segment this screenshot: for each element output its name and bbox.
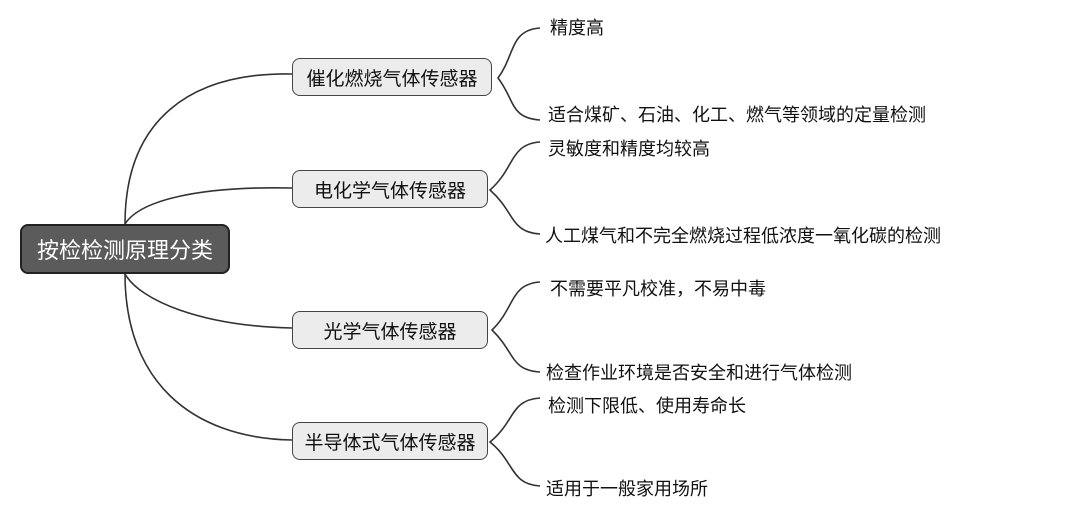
leaf-text: 人工煤气和不完全燃烧过程低浓度一氧化碳的检测 bbox=[545, 226, 941, 247]
branch-node-catalytic: 催化燃烧气体传感器 bbox=[292, 58, 492, 96]
leaf-text: 检测下限低、使用寿命长 bbox=[548, 396, 746, 417]
leaf-text: 检查作业环境是否安全和进行气体检测 bbox=[546, 363, 852, 384]
link-root-branch-2 bbox=[124, 187, 293, 225]
link-branch-4-leaves bbox=[488, 397, 541, 487]
link-root-branch-1 bbox=[124, 73, 293, 225]
link-branch-2-leaves bbox=[488, 141, 541, 235]
branch-node-optical: 光学气体传感器 bbox=[292, 311, 488, 349]
leaf-text: 不需要平凡校准，不易中毒 bbox=[550, 279, 766, 300]
leaf-text: 灵敏度和精度均较高 bbox=[548, 139, 710, 160]
leaf-text: 精度高 bbox=[550, 18, 604, 39]
link-branch-3-leaves bbox=[490, 281, 541, 373]
leaf-text: 适用于一般家用场所 bbox=[546, 479, 708, 500]
branch-node-semiconductor: 半导体式气体传感器 bbox=[292, 422, 488, 460]
leaf-text: 适合煤矿、石油、化工、燃气等领域的定量检测 bbox=[548, 105, 926, 126]
root-node: 按检检测原理分类 bbox=[20, 224, 230, 274]
branch-node-electrochemical: 电化学气体传感器 bbox=[292, 170, 488, 208]
link-root-branch-4 bbox=[124, 273, 293, 441]
link-root-branch-3 bbox=[124, 273, 293, 329]
link-branch-1-leaves bbox=[496, 27, 541, 121]
